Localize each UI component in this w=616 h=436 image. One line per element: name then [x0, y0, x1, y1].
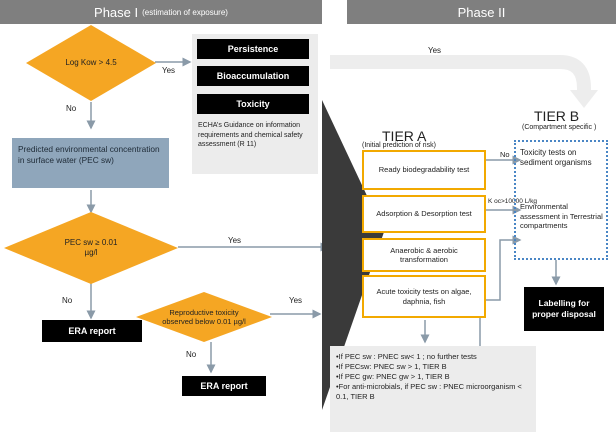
koc-label: K oc>10000 L/kg	[488, 198, 537, 205]
tier-a-adsorption: Adsorption & Desorption test	[362, 195, 486, 233]
phase1-subtitle: (estimation of exposure)	[142, 7, 228, 17]
pec-diamond: PEC sw ≥ 0.01 µg/l	[4, 212, 178, 284]
yes-label-pec: Yes	[228, 236, 242, 245]
criteria-toxicity: Toxicity	[197, 94, 309, 114]
no-label-pec: No	[62, 296, 73, 305]
yes-curved-band	[330, 55, 591, 92]
criteria-item-3: •If PEC gw: PNEC gw > 1, TIER B	[336, 372, 450, 381]
echa-guidance-note: ECHA’s Guidance on information requireme…	[198, 122, 303, 148]
tier-a-anaerobic: Anaerobic & aerobic transformation	[362, 238, 486, 272]
yes-label-logkow: Yes	[162, 66, 176, 75]
yes-label-top: Yes	[428, 46, 442, 55]
tier-a-ready-biodegradability: Ready biodegradability test	[362, 150, 486, 190]
pec-diamond-label: PEC sw ≥ 0.01 µg/l	[65, 238, 118, 258]
pec-diamond-line1: PEC sw ≥ 0.01	[64, 238, 118, 247]
reproductive-diamond-label: Reproductive toxicity observed below 0.0…	[162, 308, 246, 326]
phase2-title: Phase II	[457, 4, 506, 20]
no-label-ready: No	[500, 150, 510, 159]
reproductive-line1: Reproductive toxicity	[169, 308, 239, 317]
era-report-2: ERA report	[182, 376, 266, 396]
criteria-bioaccumulation: Bioaccumulation	[197, 66, 309, 86]
logkow-diamond-label: Log Kow > 4.5	[65, 58, 117, 67]
reproductive-diamond: Reproductive toxicity observed below 0.0…	[136, 292, 272, 342]
logkow-diamond: Log Kow > 4.5	[26, 25, 156, 101]
yes-label-repro: Yes	[289, 296, 303, 305]
phase1-header: Phase I (estimation of exposure)	[0, 0, 322, 24]
era-report-1: ERA report	[42, 320, 142, 342]
reproductive-line2: observed below 0.01 µg/l	[162, 317, 246, 326]
criteria-persistence: Persistence	[197, 39, 309, 59]
criteria-item-4: •For anti-microbials, if PEC sw : PNEC m…	[336, 382, 522, 401]
criteria-list-panel: •If PEC sw : PNEC sw< 1 ; no further tes…	[330, 346, 536, 432]
no-label-logkow: No	[66, 104, 77, 113]
tier-b-box: Toxicity tests on sediment organisms Env…	[514, 140, 608, 260]
tier-a-title: TIER A	[382, 128, 427, 144]
phase2-header: Phase II	[347, 0, 616, 24]
phase1-title: Phase I	[94, 4, 139, 20]
phase-chevron	[322, 100, 384, 410]
tier-a-acute-toxicity: Acute toxicity tests on algae, daphnia, …	[362, 275, 486, 318]
yes-curved-arrowhead	[570, 90, 598, 108]
predicted-concentration-box: Predicted environmental concentration in…	[12, 138, 169, 188]
labelling-disposal-box: Labelling for proper disposal	[524, 287, 604, 331]
tier-b-title: TIER B	[534, 108, 580, 124]
tier-b-subtitle: (Compartment specific )	[522, 124, 597, 131]
tier-b-item1: Toxicity tests on sediment organisms	[520, 148, 592, 167]
no-label-repro: No	[186, 350, 197, 359]
tier-a-subtitle: (Initial prediction of risk)	[362, 142, 436, 149]
pec-diamond-line2: µg/l	[84, 248, 98, 257]
criteria-item-1: •If PEC sw : PNEC sw< 1 ; no further tes…	[336, 352, 477, 361]
criteria-item-2: •If PECsw: PNEC sw > 1, TIER B	[336, 362, 447, 371]
tier-b-item2: Environmental assessment in Terrestrial …	[520, 202, 603, 230]
